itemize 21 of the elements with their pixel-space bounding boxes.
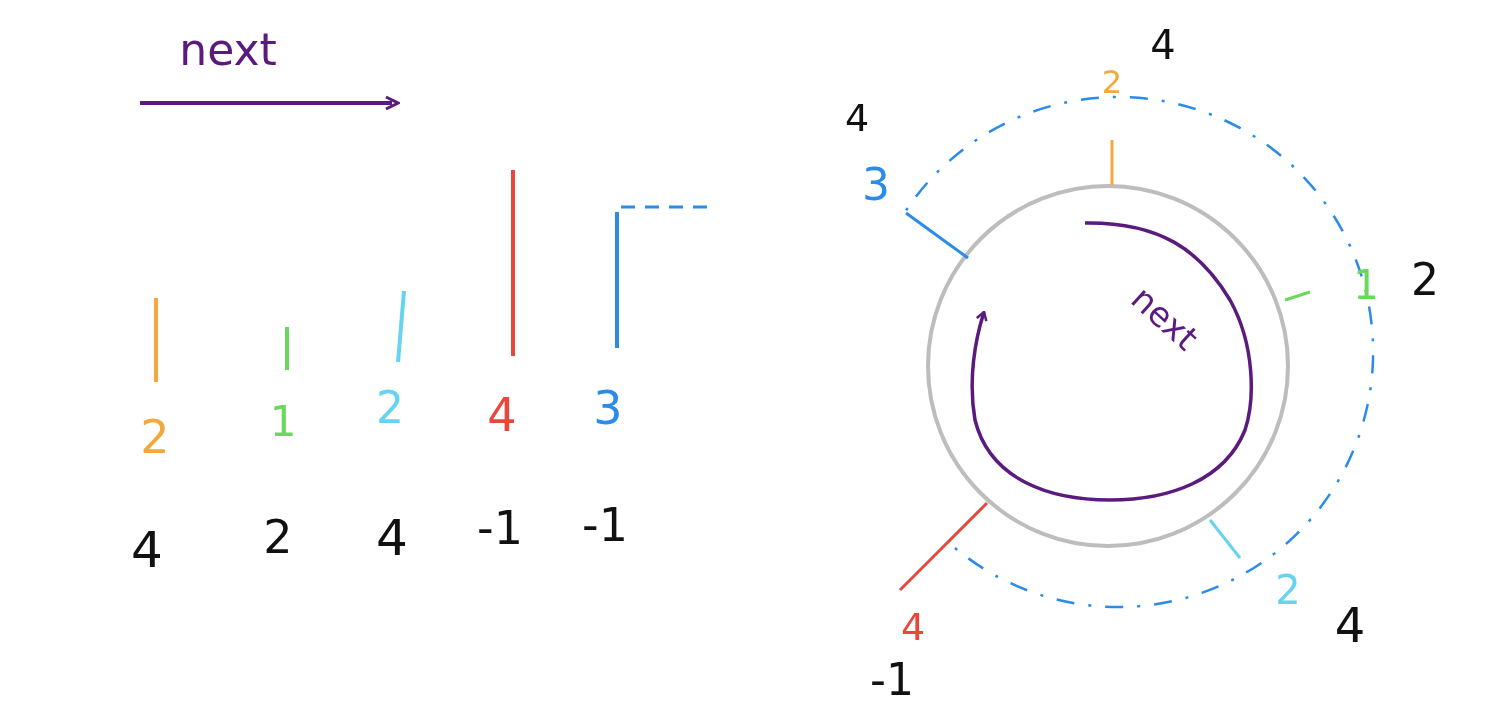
result-label: 2 xyxy=(263,514,293,560)
value-label: 4 xyxy=(487,392,517,438)
result-label: -1 xyxy=(870,658,914,702)
value-label: 2 xyxy=(1275,570,1301,610)
value-label: 3 xyxy=(593,385,623,431)
result-label: 4 xyxy=(131,525,163,575)
result-label: 4 xyxy=(1150,25,1176,65)
value-label: 1 xyxy=(269,401,297,443)
result-label: 4 xyxy=(376,513,408,563)
value-label: 3 xyxy=(862,163,890,207)
value-label: 2 xyxy=(1101,66,1123,98)
result-label: -1 xyxy=(582,502,628,548)
value-label: 2 xyxy=(376,386,404,430)
result-label: -1 xyxy=(477,505,523,551)
value-label: 2 xyxy=(140,414,170,460)
direction-label: next xyxy=(179,28,277,72)
value-label: 4 xyxy=(900,608,926,646)
result-label: 4 xyxy=(1334,601,1366,649)
result-label: 2 xyxy=(1411,258,1439,302)
value-label: 1 xyxy=(1353,265,1379,305)
result-label: 4 xyxy=(844,99,870,137)
